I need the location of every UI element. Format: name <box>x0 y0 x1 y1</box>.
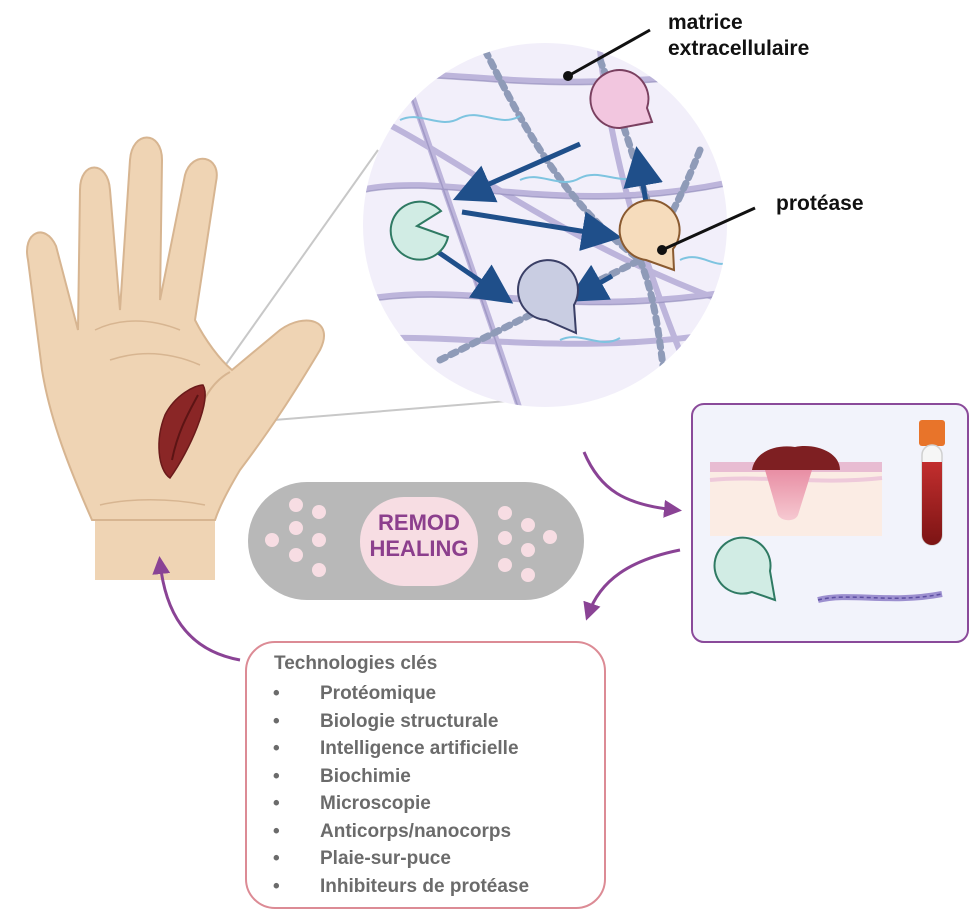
protease-label: protéase <box>776 192 864 215</box>
bullet-icon: • <box>273 848 280 869</box>
skin-wound-section <box>709 446 883 536</box>
bandage-illustration <box>248 482 584 600</box>
matrix-label-line2: extracellulaire <box>668 37 810 60</box>
bullet-icon: • <box>273 875 280 897</box>
protease-blue-icon <box>516 259 579 335</box>
bullet-icon: • <box>273 765 280 787</box>
list-item-text: Protéomique <box>320 683 437 704</box>
arrow-to-analysis-box <box>582 451 682 518</box>
list-item-text: Inhibiteurs de protéase <box>320 875 530 897</box>
matrix-label: matrice extracellulaire <box>668 10 809 62</box>
bullet-icon: • <box>273 738 280 759</box>
list-item-text: Microscopie <box>320 793 431 814</box>
matrix-label-line1: matrice <box>668 11 743 34</box>
blood-tube-icon <box>919 420 945 546</box>
technologies-box: Technologies clés • Protéomique • Biologie… <box>245 641 606 909</box>
bandage-brand-line2: HEALING <box>369 536 469 561</box>
bandage-brand-line1: REMOD <box>378 510 460 535</box>
bandage-dots <box>265 498 557 582</box>
protease-interaction-arrows <box>436 141 663 304</box>
bullet-icon: • <box>273 793 280 814</box>
list-item-text: Anticorps/nanocorps <box>320 820 512 842</box>
list-item-text: Biochimie <box>320 765 411 787</box>
collagen-fiber-icon <box>817 591 943 603</box>
cycle-arrows <box>152 451 682 662</box>
analysis-box <box>691 403 969 643</box>
bullet-icon: • <box>273 820 280 842</box>
arrow-to-technologies <box>583 548 681 621</box>
bullet-icon: • <box>273 710 280 732</box>
protease-box-icon <box>713 536 777 602</box>
callout-lines <box>563 28 756 255</box>
matrix-zoom-circle <box>363 28 756 407</box>
list-item-text: Biologie structurale <box>320 710 499 732</box>
list-item-text: Plaie-sur-puce <box>320 848 451 869</box>
arrow-to-hand <box>152 556 241 662</box>
bullet-icon: • <box>273 683 280 704</box>
bandage-brand-text: REMOD HEALING <box>360 510 478 562</box>
hand-illustration <box>26 136 325 580</box>
technologies-title: Technologies clés <box>274 653 438 674</box>
protease-green-icon <box>389 200 450 261</box>
wound-on-palm <box>158 384 206 480</box>
list-item-text: Intelligence artificielle <box>320 738 519 759</box>
protease-pink-icon <box>589 69 654 130</box>
